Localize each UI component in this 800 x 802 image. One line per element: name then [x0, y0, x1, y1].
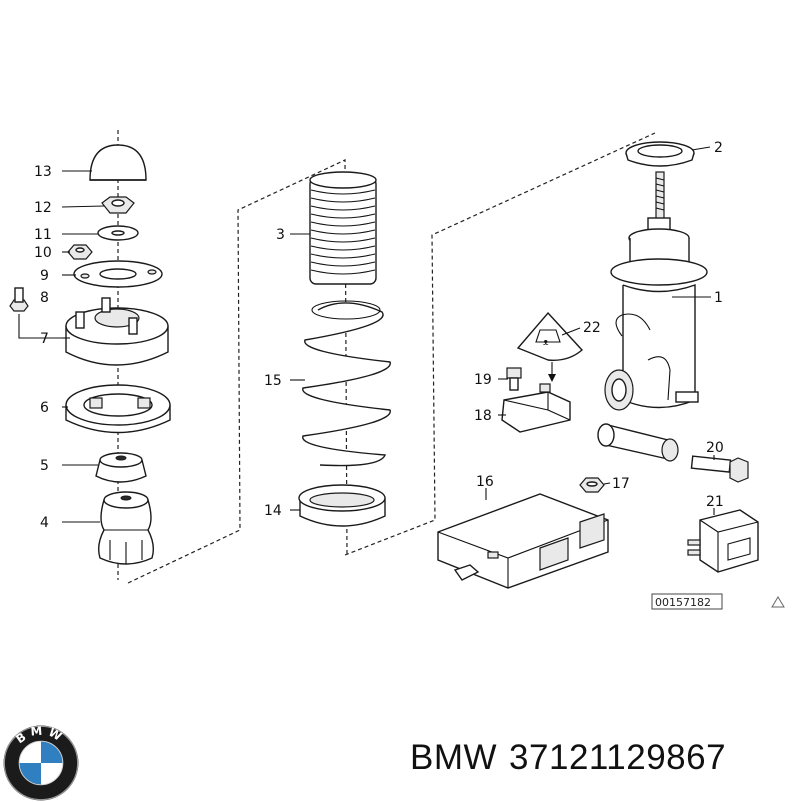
- callout-3: 3: [276, 227, 285, 243]
- part-17-nut: [579, 477, 605, 493]
- reference-box: [651, 593, 723, 610]
- part-4-bump-stop: [97, 491, 155, 565]
- part-7-mount: [65, 297, 169, 366]
- callout-20: 20: [706, 440, 724, 456]
- callout-12: 12: [34, 200, 52, 216]
- callout-1: 1: [714, 290, 723, 306]
- part-12-nut: [101, 196, 135, 214]
- callout-22: 22: [583, 320, 601, 336]
- callout-17: 17: [612, 476, 630, 492]
- part-number: 37121129867: [509, 738, 727, 777]
- part-19-screw: [506, 367, 522, 391]
- part-10-nut: [67, 244, 93, 260]
- part-5-stop: [95, 452, 147, 483]
- part-15-spring: [302, 300, 391, 467]
- part-13-cap: [89, 144, 147, 181]
- reference-number: 00157182: [655, 596, 711, 609]
- part-11-washer: [97, 225, 139, 241]
- bmw-logo-icon: BMW: [3, 724, 79, 801]
- svg-text:ᴥ: ᴥ: [543, 338, 549, 348]
- callout-15: 15: [264, 373, 282, 389]
- part-16-control-unit: [437, 493, 609, 589]
- callout-21: 21: [706, 494, 724, 510]
- warning-triangle-icon: [771, 596, 785, 608]
- callout-8: 8: [40, 290, 49, 306]
- part-6-ring: [65, 384, 171, 434]
- brand-name: BMW: [410, 738, 498, 777]
- callout-16: 16: [476, 474, 494, 490]
- part-21-relay: [687, 509, 759, 573]
- part-18-sensor: [501, 383, 571, 433]
- callout-6: 6: [40, 400, 49, 416]
- part-3-boot: [309, 171, 377, 285]
- part-22-label: ᴥ: [516, 311, 584, 361]
- callout-11: 11: [34, 227, 52, 243]
- callout-2: 2: [714, 140, 723, 156]
- callout-18: 18: [474, 408, 492, 424]
- part-1-shock-absorber: [597, 171, 708, 462]
- part-2-ring: [625, 141, 695, 167]
- callout-5: 5: [40, 458, 49, 474]
- callout-14: 14: [264, 503, 282, 519]
- part-14-seat: [298, 484, 386, 527]
- part-9-plate: [73, 260, 163, 288]
- callout-10: 10: [34, 245, 52, 261]
- part-caption: BMW 37121129867: [410, 738, 738, 778]
- callout-13: 13: [34, 164, 52, 180]
- callout-19: 19: [474, 372, 492, 388]
- callout-7: 7: [40, 331, 49, 347]
- callout-9: 9: [40, 268, 49, 284]
- leader-lines: [18, 146, 715, 523]
- callout-4: 4: [40, 515, 49, 531]
- part-8-bolt: [9, 287, 29, 312]
- part-20-bolt: [690, 455, 749, 483]
